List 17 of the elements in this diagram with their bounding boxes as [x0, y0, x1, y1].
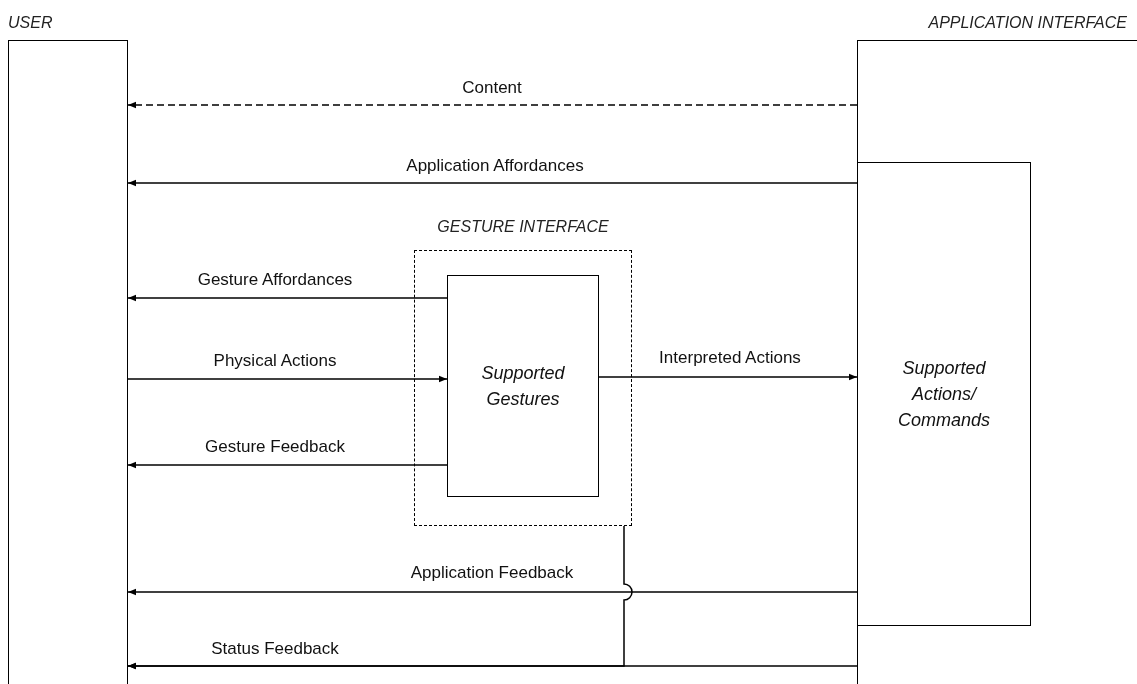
arrow — [127, 461, 448, 469]
box-label: Supported Actions/ Commands — [897, 357, 991, 432]
lane-heading: GESTURE INTERFACE — [436, 217, 610, 237]
edge-label: Interpreted Actions — [657, 348, 803, 368]
arrow — [127, 179, 858, 187]
edge-label: Application Affordances — [404, 156, 586, 176]
box-label: Supported Gestures — [480, 362, 566, 411]
arrow — [127, 588, 858, 596]
edge-label: Physical Actions — [211, 351, 339, 371]
arrow — [598, 373, 858, 381]
arrow — [127, 101, 858, 109]
arrow — [127, 375, 448, 383]
arrow — [127, 294, 448, 302]
lane-heading: APPLICATION INTERFACE — [928, 13, 1127, 33]
lane-heading: USER — [8, 13, 53, 33]
arrow — [127, 525, 633, 670]
edge-label: Application Feedback — [408, 563, 576, 583]
